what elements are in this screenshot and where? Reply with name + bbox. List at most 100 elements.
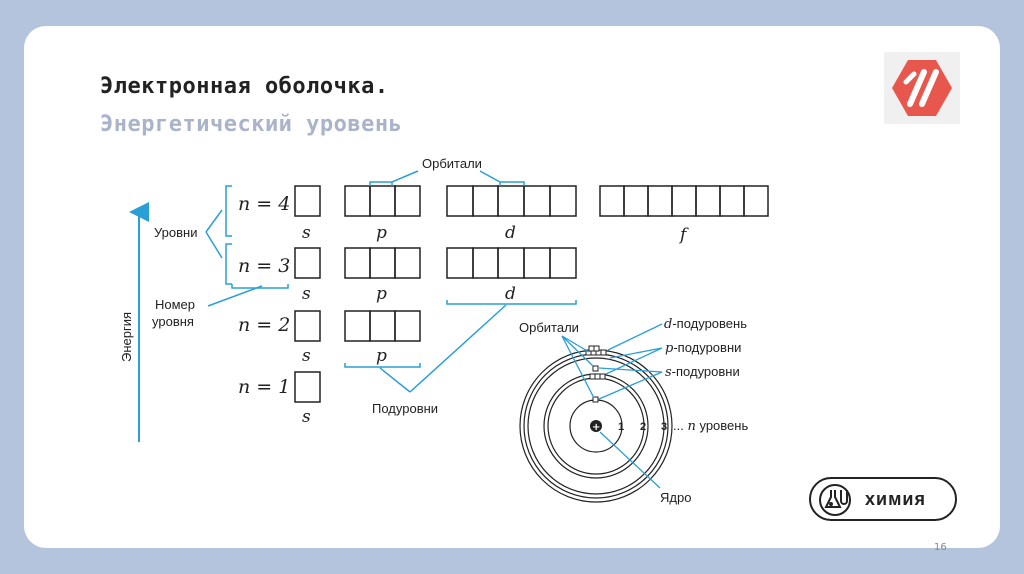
orbital-box-4f-3 — [647, 185, 673, 217]
atom-orbitals-pointer-2 — [561, 335, 590, 353]
atom-orbital-p1 — [589, 373, 596, 380]
atom-orbital-d6 — [593, 345, 600, 352]
atom-d-sublevel-label: d-подуровень — [664, 316, 747, 332]
energy-axis-label: Энергия — [119, 312, 134, 362]
atom-p-pointer-2 — [609, 347, 663, 359]
sublevels-pointer-1 — [379, 367, 411, 393]
nucleus — [590, 420, 602, 432]
atom-orbital-d4 — [600, 349, 607, 356]
slide-title: Электронная оболочка. — [100, 74, 389, 99]
level-4-bracket — [225, 185, 232, 237]
level-label-4: n = 4 — [238, 193, 290, 215]
nucleus-pointer — [599, 431, 661, 489]
orbital-box-4d-4 — [523, 185, 551, 217]
orbital-box-4f-6 — [719, 185, 745, 217]
orbital-box-3d-2 — [472, 247, 499, 279]
level-label-3: n = 3 — [238, 255, 290, 277]
level-label-2: n = 2 — [238, 314, 290, 336]
orbital-box-4f-4 — [671, 185, 697, 217]
orbital-box-4p-1 — [344, 185, 371, 217]
atom-orbital-d5 — [588, 345, 595, 352]
nucleus-plus-icon: + — [592, 422, 600, 433]
level-number-label-2: уровня — [152, 314, 194, 329]
orbital-box-3d-3 — [497, 247, 525, 279]
orbital-box-3p-2 — [369, 247, 396, 279]
orbital-box-4s — [294, 185, 321, 217]
orbital-box-4d-2 — [472, 185, 499, 217]
level-label-1: n = 1 — [238, 376, 290, 398]
orbital-box-3p-3 — [394, 247, 421, 279]
atom-s-pointer-2 — [598, 367, 663, 373]
orbital-box-1s — [294, 371, 321, 403]
orbital-box-2p-2 — [369, 310, 396, 342]
atom-level-3: 3 — [661, 421, 667, 433]
orbital-box-2p-3 — [394, 310, 421, 342]
level-3-bracket — [225, 243, 232, 285]
orbital-box-3s — [294, 247, 321, 279]
level-number-bracket — [231, 284, 289, 289]
sublevel-4s: s — [302, 223, 311, 243]
level-number-label-1: Номер — [155, 297, 195, 312]
sublevel-3p: p — [376, 284, 387, 304]
sublevel-3d: d — [505, 284, 516, 304]
sublevel-4d: d — [505, 223, 516, 243]
atom-s-sublevel-label: s-подуровни — [665, 364, 740, 380]
levels-label: Уровни — [154, 225, 197, 240]
sublevel-1s: s — [302, 407, 311, 427]
orbital-box-4p-2 — [369, 185, 396, 217]
orbital-box-3p-1 — [344, 247, 371, 279]
nucleus-label: Ядро — [660, 490, 691, 505]
chemistry-badge-label: химия — [865, 489, 926, 509]
atom-level-2: 2 — [640, 421, 646, 433]
orbital-box-4f-7 — [743, 185, 769, 217]
atom-orbital-p2 — [594, 373, 601, 380]
atom-p-sublevel-label: p-подуровни — [665, 340, 741, 356]
sublevels-pointer-2 — [409, 304, 507, 393]
sublevel-bracket-2p — [344, 363, 421, 368]
page-number: 16 — [934, 542, 947, 553]
orbital-box-4p-3 — [394, 185, 421, 217]
atom-orbitals-pointer-3 — [561, 335, 595, 399]
sublevel-2p: p — [376, 346, 387, 366]
slide-card — [24, 26, 1000, 548]
atom-orbitals-pointer-1 — [561, 335, 594, 367]
sublevel-2s: s — [302, 346, 311, 366]
slide-subtitle: Энергетический уровень — [100, 112, 403, 137]
chemistry-badge: химия — [809, 477, 957, 521]
flask-icon — [819, 484, 851, 516]
orbital-box-4d-1 — [446, 185, 474, 217]
orbital-box-4d-3 — [497, 185, 525, 217]
atom-level-1: 1 — [618, 421, 624, 433]
atom-orbital-s1 — [592, 396, 599, 403]
orbital-box-3d-4 — [523, 247, 551, 279]
level-number-pointer — [207, 285, 263, 307]
orbitals-label-top: Орбитали — [422, 156, 482, 171]
orbitals-pointer-d — [479, 170, 525, 186]
atom-level-n-label: ... n уровень — [673, 418, 748, 434]
sublevel-4p: p — [376, 223, 387, 243]
orbital-box-3d-5 — [549, 247, 577, 279]
levels-pointer-2 — [205, 231, 223, 259]
atom-orbitals-label: Орбитали — [519, 320, 579, 335]
orbital-box-2p-1 — [344, 310, 371, 342]
orbitals-pointer-p — [369, 170, 419, 186]
sublevel-4f: f — [678, 225, 689, 245]
sublevels-label: Подуровни — [372, 401, 438, 416]
atom-d-pointer — [607, 323, 663, 351]
orbital-box-2s — [294, 310, 321, 342]
levels-pointer-1 — [205, 209, 223, 233]
brand-logo — [884, 52, 960, 124]
orbital-box-4f-2 — [623, 185, 649, 217]
atom-orbital-p3 — [599, 373, 606, 380]
atom-orbital-s3 — [592, 365, 599, 372]
atom-ring-3 — [527, 357, 665, 495]
orbital-box-4f-1 — [599, 185, 625, 217]
atom-s-pointer-1 — [598, 371, 663, 400]
sublevel-3s: s — [302, 284, 311, 304]
brand-logo-icon — [892, 60, 952, 116]
orbital-box-3d-1 — [446, 247, 474, 279]
sublevel-bracket-3d — [446, 300, 577, 305]
orbital-box-4f-5 — [695, 185, 721, 217]
orbital-box-4d-5 — [549, 185, 577, 217]
